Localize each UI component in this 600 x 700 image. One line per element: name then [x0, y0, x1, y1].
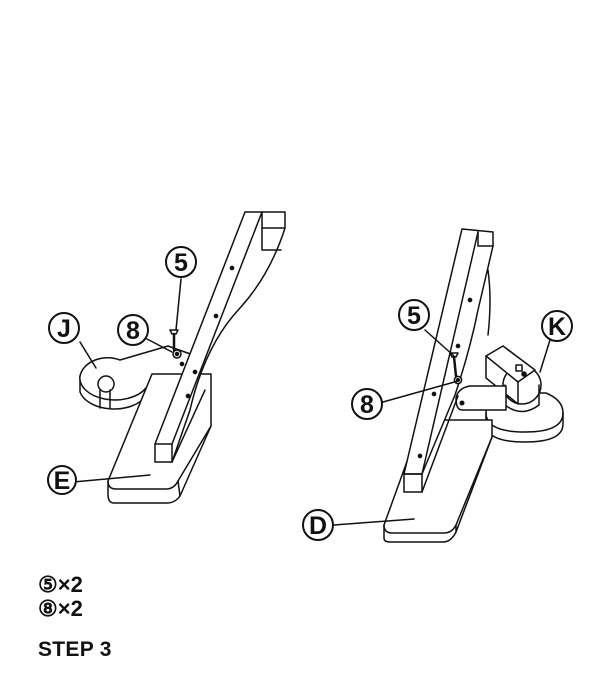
hardware-symbol: ⑤	[38, 572, 58, 597]
callout-circle-d	[302, 509, 334, 541]
callout-circle-k	[541, 310, 573, 342]
leader-line-washer-right	[382, 380, 459, 403]
leader-line-j	[79, 341, 97, 369]
hardware-symbol: ⑧	[38, 596, 58, 621]
leader-line-washer-left	[146, 338, 173, 353]
screw-washer-left-drawing	[169, 329, 182, 359]
callout-circle-screw-left	[165, 246, 197, 278]
leader-lines	[72, 278, 551, 526]
label-part-d: D	[309, 512, 327, 540]
leader-line-screw-left	[175, 278, 182, 331]
callout-circle-j	[48, 312, 80, 344]
mounting-plate-right-drawing	[455, 385, 507, 411]
right-assembly	[383, 228, 564, 543]
part-d-drawing	[383, 419, 493, 543]
leader-line-k	[539, 339, 551, 373]
leader-line-d	[333, 518, 415, 526]
hardware-qty: ×2	[57, 572, 83, 597]
callout-circle-screw-right	[398, 299, 430, 331]
label-screw-right: 5	[407, 302, 421, 330]
leader-line-screw-right	[424, 329, 455, 357]
label-screw-left: 5	[174, 249, 188, 277]
label-washer-right: 8	[360, 391, 374, 419]
callout-circle-e	[47, 465, 77, 495]
hardware-item-washer: ⑧×2	[38, 597, 83, 621]
label-washer-left: 8	[126, 317, 140, 345]
callout-circle-washer-left	[117, 314, 149, 346]
label-part-j: J	[57, 315, 71, 343]
arm-e-drawing	[154, 211, 286, 463]
step-title: STEP 3	[38, 638, 112, 661]
hardware-item-screw: ⑤×2	[38, 573, 83, 597]
label-part-e: E	[54, 467, 71, 495]
callout-circle-washer-right	[351, 388, 383, 420]
left-assembly	[79, 211, 286, 504]
label-part-k: K	[548, 313, 566, 341]
hardware-qty: ×2	[57, 596, 83, 621]
leader-line-e	[72, 474, 151, 483]
